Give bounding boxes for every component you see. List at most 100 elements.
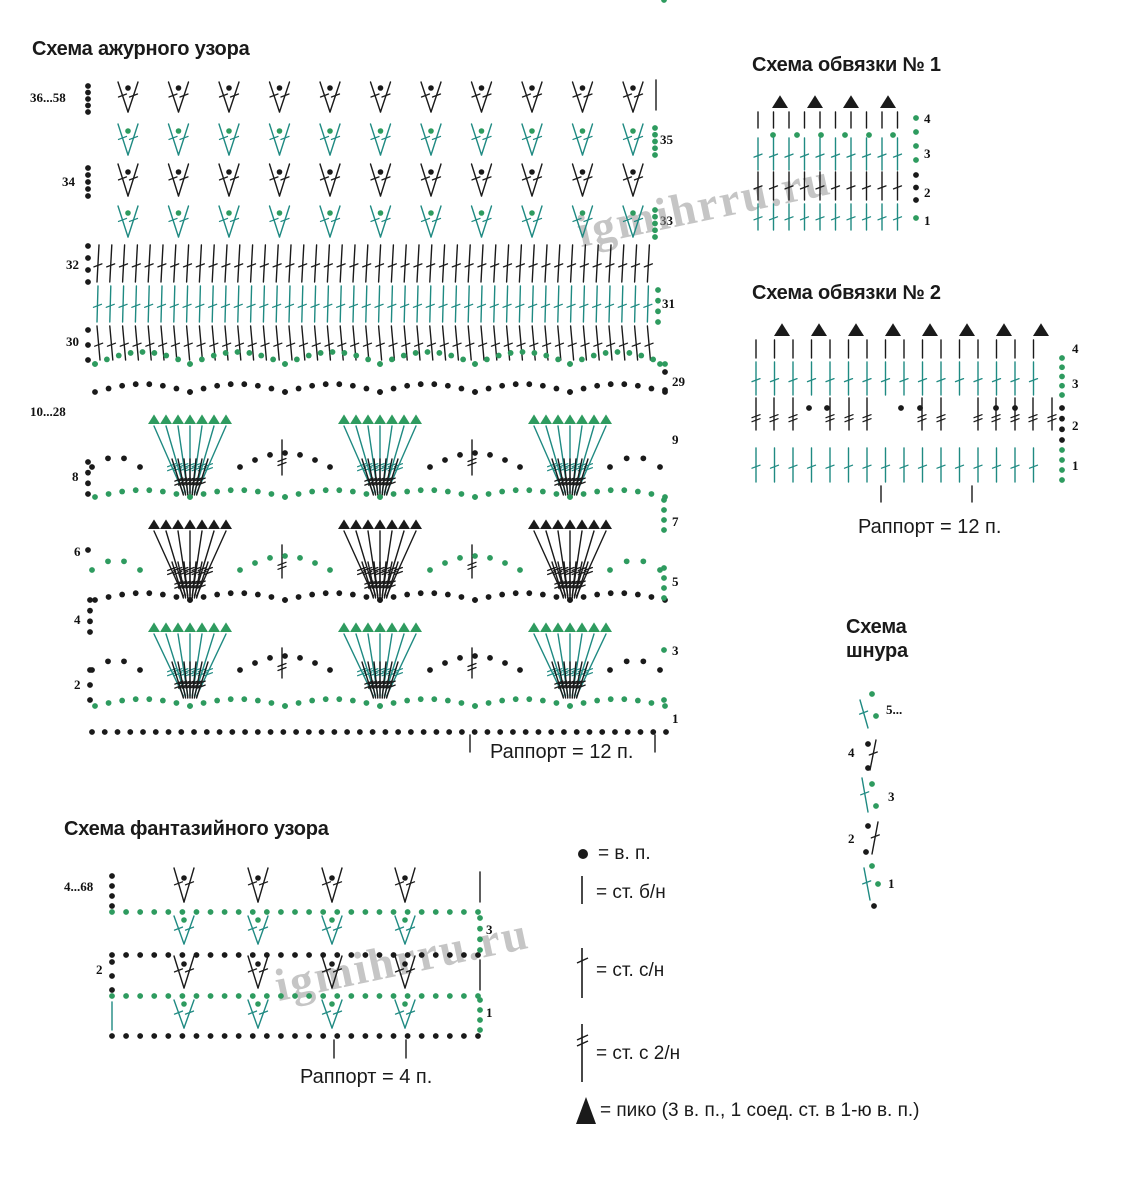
- double-crochet-bar: [387, 303, 397, 308]
- double-crochet-bar: [521, 93, 532, 98]
- double-crochet-bar: [221, 263, 231, 268]
- double-crochet-mark: [228, 163, 240, 197]
- double-crochet-bar: [471, 93, 481, 98]
- treble-crochet-bar: [179, 467, 189, 472]
- chain-stitch-dot: [404, 952, 411, 958]
- double-crochet-bar: [218, 176, 229, 181]
- chain-stitch-dot: [529, 128, 535, 134]
- double-crochet-bar: [94, 342, 104, 347]
- chain-stitch-dot: [390, 993, 397, 999]
- double-crochet-mark: [518, 285, 522, 323]
- chain-stitch-dot: [567, 703, 573, 709]
- treble-crochet-mark: [177, 661, 187, 699]
- chain-stitch-dot: [132, 590, 139, 597]
- treble-crochet-bar: [371, 584, 381, 589]
- chain-stitch-dot: [309, 697, 316, 704]
- chain-stitch-dot: [519, 349, 526, 355]
- double-crochet-bar: [463, 303, 474, 308]
- treble-crochet-bar: [181, 481, 191, 486]
- double-crochet-mark: [369, 81, 382, 113]
- double-crochet-mark: [544, 244, 548, 283]
- double-crochet-mark: [160, 325, 165, 361]
- picot-mark: [398, 622, 410, 632]
- chain-stitch-dot: [268, 491, 275, 497]
- double-crochet-bar: [503, 342, 513, 347]
- chain-stitch-dot: [221, 993, 228, 999]
- treble-crochet-mark: [573, 458, 583, 496]
- chain-stitch-dot: [1012, 405, 1018, 411]
- picot-mark: [374, 414, 386, 424]
- double-crochet-mark: [420, 163, 432, 197]
- double-crochet-mark: [224, 244, 228, 283]
- chain-stitch-dot: [432, 993, 439, 999]
- treble-crochet-bar: [367, 481, 378, 486]
- double-crochet-mark: [441, 325, 447, 361]
- double-crochet-bar: [332, 1010, 343, 1015]
- double-crochet-mark: [109, 244, 113, 283]
- double-crochet-mark: [622, 205, 634, 238]
- double-crochet-bar: [218, 93, 229, 98]
- double-crochet-bar: [247, 968, 258, 973]
- picot-mark: [362, 622, 374, 632]
- double-crochet-bar: [566, 263, 577, 268]
- picot-mark: [362, 414, 374, 424]
- treble-crochet-bar: [382, 580, 393, 585]
- chain-stitch-dot: [866, 132, 872, 138]
- double-crochet-mark: [218, 205, 230, 238]
- chain-stitch-dot: [87, 697, 93, 703]
- treble-crochet-bar: [375, 680, 385, 685]
- double-crochet-bar: [554, 263, 564, 268]
- treble-crochet-bar: [381, 467, 391, 472]
- chain-stitch-dot: [442, 560, 448, 566]
- treble-crochet-mark: [557, 458, 567, 496]
- double-crochet-mark: [134, 285, 138, 323]
- double-crochet-bar: [285, 263, 295, 268]
- chain-stitch-dot: [327, 169, 333, 175]
- picot-mark: [338, 622, 350, 632]
- double-crochet-mark: [379, 81, 392, 113]
- double-crochet-bar: [604, 303, 615, 308]
- chain-stitch-dot: [661, 595, 667, 601]
- chain-stitch-dot: [652, 152, 658, 158]
- chain-stitch-dot: [913, 115, 919, 121]
- treble-crochet-mark: [381, 661, 387, 699]
- chain-stitch-dot: [87, 682, 93, 688]
- double-crochet-mark: [185, 285, 189, 323]
- double-crochet-bar: [583, 93, 593, 98]
- chain-stitch-dot: [105, 700, 112, 706]
- chain-stitch-dot: [461, 1033, 467, 1039]
- treble-crochet-mark: [177, 561, 187, 599]
- chain-stitch-dot: [599, 729, 606, 735]
- chain-stitch-dot: [85, 179, 91, 185]
- double-crochet-bar: [431, 217, 442, 223]
- treble-crochet-bar: [571, 672, 581, 677]
- chain-stitch-dot: [198, 356, 205, 363]
- double-crochet-mark: [173, 915, 185, 945]
- double-crochet-bar: [515, 303, 525, 308]
- treble-crochet-bar: [181, 680, 191, 685]
- double-crochet-mark: [582, 325, 588, 361]
- chain-stitch-dot: [458, 491, 465, 497]
- chain-stitch-dot: [478, 210, 485, 216]
- double-crochet-mark: [595, 285, 598, 323]
- edging1-row-label: 3: [924, 146, 931, 161]
- double-crochet-mark: [518, 244, 523, 283]
- treble-crochet-bar: [367, 680, 378, 685]
- treble-crochet-bar: [277, 662, 287, 668]
- treble-crochet-mark: [367, 561, 377, 599]
- double-crochet-bar: [936, 464, 946, 469]
- chain-stitch-dot: [365, 356, 372, 363]
- double-crochet-bar: [633, 135, 644, 141]
- treble-crochet-mark: [193, 661, 203, 699]
- chain-stitch-dot: [348, 909, 355, 915]
- chain-stitch-dot: [404, 697, 411, 704]
- treble-crochet-bar: [936, 414, 946, 419]
- double-crochet-bar: [633, 176, 644, 181]
- cord-row-label: 5...: [886, 702, 903, 717]
- picot-mark: [576, 622, 588, 632]
- chain-stitch-dot: [1059, 426, 1065, 433]
- double-crochet-mark: [331, 867, 343, 903]
- chain-stitch-dot: [109, 883, 115, 889]
- treble-crochet-bar: [367, 580, 378, 585]
